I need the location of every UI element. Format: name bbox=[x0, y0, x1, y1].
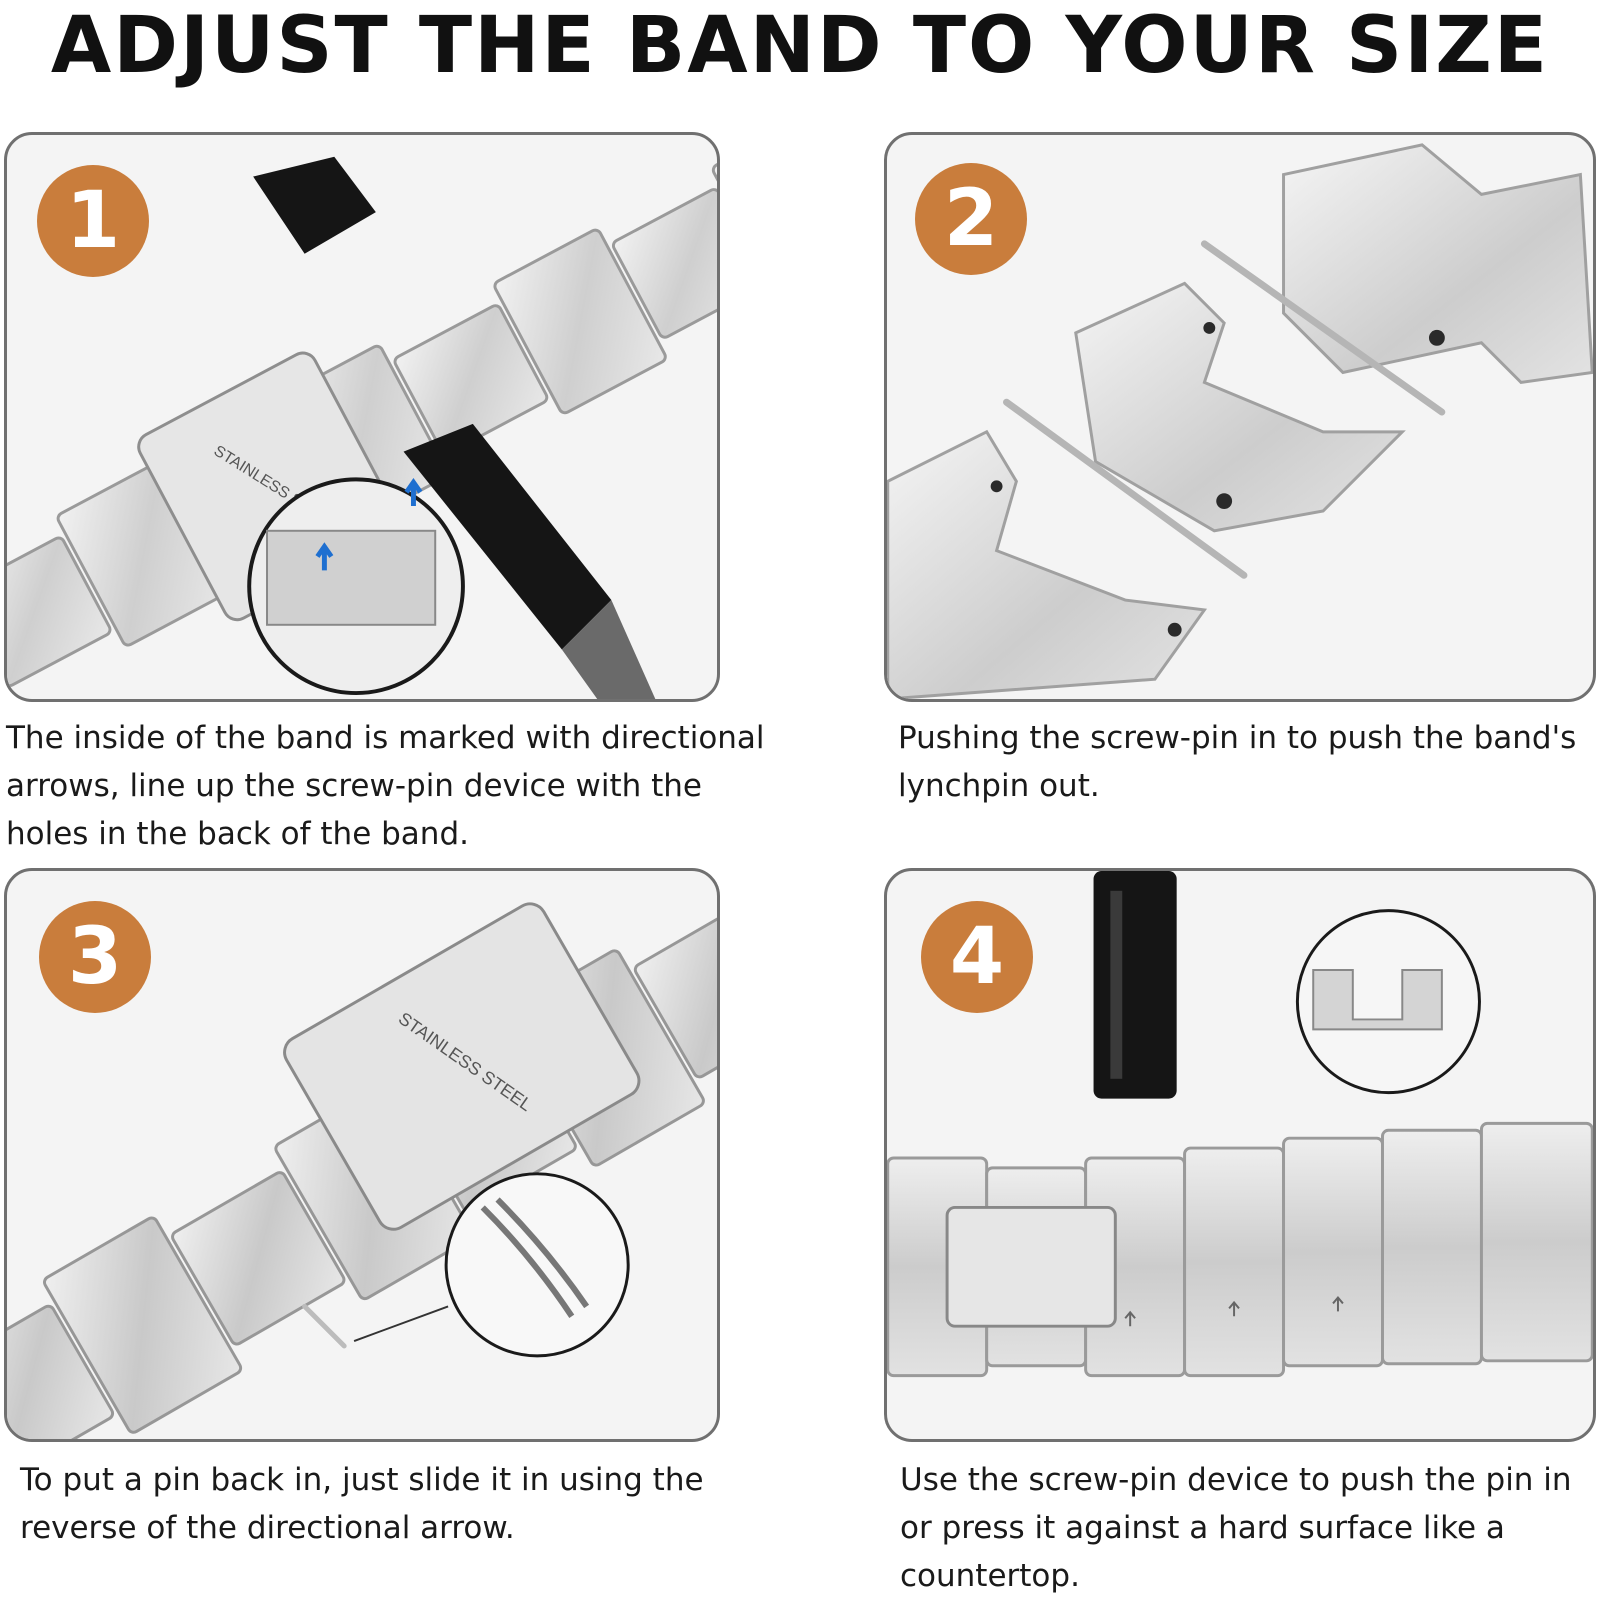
band-link-illustration bbox=[887, 871, 1593, 1378]
band-link-illustration: STAINLESS STEEL bbox=[7, 135, 717, 699]
step-1-caption: The inside of the band is marked with di… bbox=[6, 720, 765, 852]
zoom-detail-circle bbox=[1295, 909, 1481, 1095]
screw-pin-tool-illustration bbox=[1093, 871, 1177, 1099]
step-2-badge: 2 bbox=[915, 163, 1027, 275]
step-3-panel: STAINLESS STEEL 3 bbox=[4, 868, 720, 1442]
page-title: ADJUST THE BAND TO YOUR SIZE bbox=[50, 1, 1550, 91]
step-1-panel: STAINLESS STEEL 1 bbox=[4, 132, 720, 702]
step-2-caption: Pushing the screw-pin in to push the ban… bbox=[898, 720, 1577, 804]
band-link-illustration bbox=[887, 143, 1593, 699]
direction-arrow-icon bbox=[1124, 1295, 1344, 1327]
step-2-panel: 2 bbox=[884, 132, 1596, 702]
step-4-badge: 4 bbox=[921, 901, 1033, 1013]
direction-arrow-icon bbox=[404, 477, 423, 507]
step-3-badge: 3 bbox=[39, 901, 151, 1013]
step-4-panel: 4 bbox=[884, 868, 1596, 1442]
zoom-detail-circle bbox=[444, 1172, 630, 1358]
zoom-detail-circle bbox=[247, 477, 465, 696]
step-1-badge: 1 bbox=[37, 165, 149, 277]
band-link-illustration: STAINLESS STEEL bbox=[7, 902, 717, 1439]
screw-pin-tool-illustration bbox=[253, 156, 656, 699]
step-4-caption: Use the screw-pin device to push the pin… bbox=[900, 1462, 1572, 1594]
step-3-caption: To put a pin back in, just slide it in u… bbox=[20, 1462, 704, 1546]
direction-arrow-icon bbox=[315, 542, 334, 571]
